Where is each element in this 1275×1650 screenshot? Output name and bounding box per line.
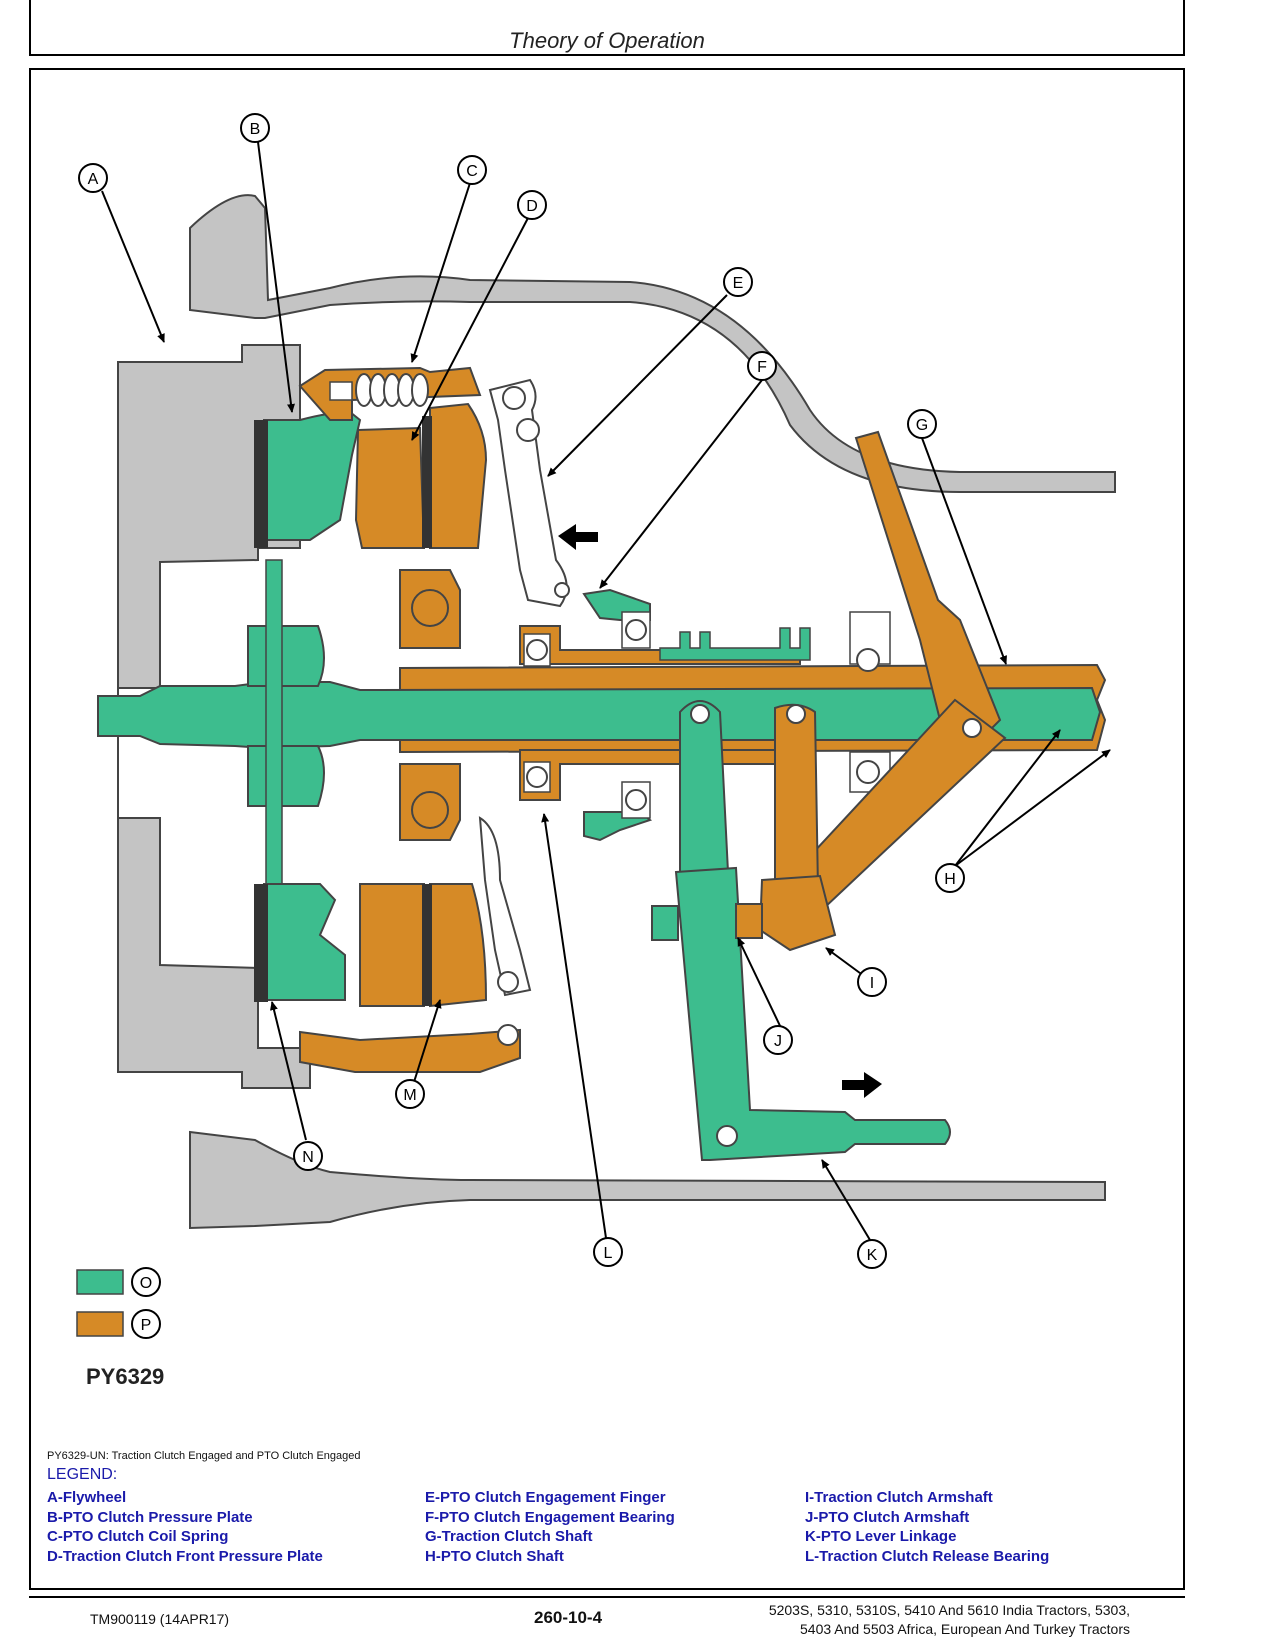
svg-text:H: H [944,871,956,888]
traction-front-pressure-plate-upper [429,402,488,549]
legend-item: J-PTO Clutch Armshaft [805,1508,970,1526]
callout-b: B [240,113,270,143]
callout-h: H [935,863,965,893]
traction-pressure-plate-lower [359,883,425,1007]
legend-item: G-Traction Clutch Shaft [425,1528,593,1545]
page-title: Theory of Operation [509,28,705,53]
svg-text:B: B [250,121,261,138]
pto-clutch-shaft [97,681,1102,750]
direction-arrow-right [842,1072,882,1098]
footer-models: 5203S, 5310, 5310S, 5410 And 5610 India … [769,1601,1130,1639]
pto-clutch-armshaft [679,700,730,873]
figure-id: PY6329 [86,1364,164,1389]
traction-pressure-plate-upper [354,426,426,549]
pto-lever-linkage [674,866,951,1161]
svg-text:F: F [757,359,767,376]
svg-text:A: A [88,171,99,188]
legend-item: C-PTO Clutch Coil Spring [47,1528,229,1545]
svg-text:P: P [141,1317,152,1334]
figure-frame [29,68,1185,1590]
clutch-housing-upper [189,194,1116,493]
page-header: Theory of Operation [29,0,1185,56]
callout-leaders [101,141,1111,1241]
footer-doc-id: TM900119 (14APR17) [90,1611,230,1627]
traction-clutch-armshaft [774,703,820,891]
legend-column-3: I-Traction Clutch Armshaft J-PTO Clutch … [805,1488,1049,1566]
legend-item: A-Flywheel [47,1489,127,1506]
legend-item: K-PTO Lever Linkage [805,1528,957,1545]
callout-c: C [457,155,487,185]
svg-text:E: E [733,275,744,292]
svg-text:L: L [604,1245,613,1262]
svg-text:M: M [403,1087,416,1104]
callout-a: A [78,163,108,193]
callout-k: K [857,1239,887,1269]
svg-text:O: O [140,1275,152,1292]
pto-pressure-plate-upper [263,410,362,541]
svg-text:C: C [466,163,478,180]
clutch-cover-lower [299,1028,521,1073]
traction-front-pressure-plate-lower [429,883,488,1008]
footer-models-line-1: 5203S, 5310, 5310S, 5410 And 5610 India … [768,1602,1130,1618]
legend-item: F-PTO Clutch Engagement Bearing [425,1508,675,1526]
legend-item: H-PTO Clutch Shaft [425,1547,564,1565]
pto-engagement-finger [488,378,568,608]
legend-item: I-Traction Clutch Armshaft [805,1489,993,1506]
pto-pressure-plate-lower [263,883,346,1001]
svg-text:G: G [916,417,928,434]
callout-j: J [763,1025,793,1055]
svg-text:I: I [870,975,874,992]
legend-item: B-PTO Clutch Pressure Plate [47,1508,253,1526]
callout-g: G [907,409,937,439]
svg-text:K: K [867,1247,878,1264]
legend-item: L-Traction Clutch Release Bearing [805,1547,1050,1565]
svg-text:N: N [302,1149,314,1166]
color-key-p: P [76,1309,161,1339]
direction-arrow-left [558,524,598,550]
legend-item: E-PTO Clutch Engagement Finger [425,1489,666,1506]
legend-title: LEGEND: [47,1466,118,1483]
color-key-o: O [76,1267,161,1297]
traction-clutch-lever [854,430,1002,746]
svg-text:D: D [526,198,538,215]
footer-models-line-2: 5403 And 5503 Africa, European And Turke… [800,1621,1130,1637]
legend-column-1: A-Flywheel B-PTO Clutch Pressure Plate C… [47,1488,323,1566]
footer-page-number: 260-10-4 [534,1608,603,1627]
callout-e: E [723,267,753,297]
svg-text:J: J [774,1033,782,1050]
callout-d: D [517,190,547,220]
footer-divider [29,1596,1185,1598]
callout-m: M [395,1079,425,1109]
legend-item: D-Traction Clutch Front Pressure Plate [47,1547,323,1565]
callout-i: I [857,967,887,997]
figure-caption: PY6329-UN: Traction Clutch Engaged and P… [47,1450,361,1462]
pto-coil-spring [355,373,429,407]
legend-column-2: E-PTO Clutch Engagement Finger F-PTO Clu… [425,1488,675,1566]
clutch-housing-lower [189,1130,1106,1230]
callout-n: N [293,1141,323,1171]
callout-f: F [747,351,777,381]
callout-l: L [593,1237,623,1267]
clutch-hub [399,569,461,841]
